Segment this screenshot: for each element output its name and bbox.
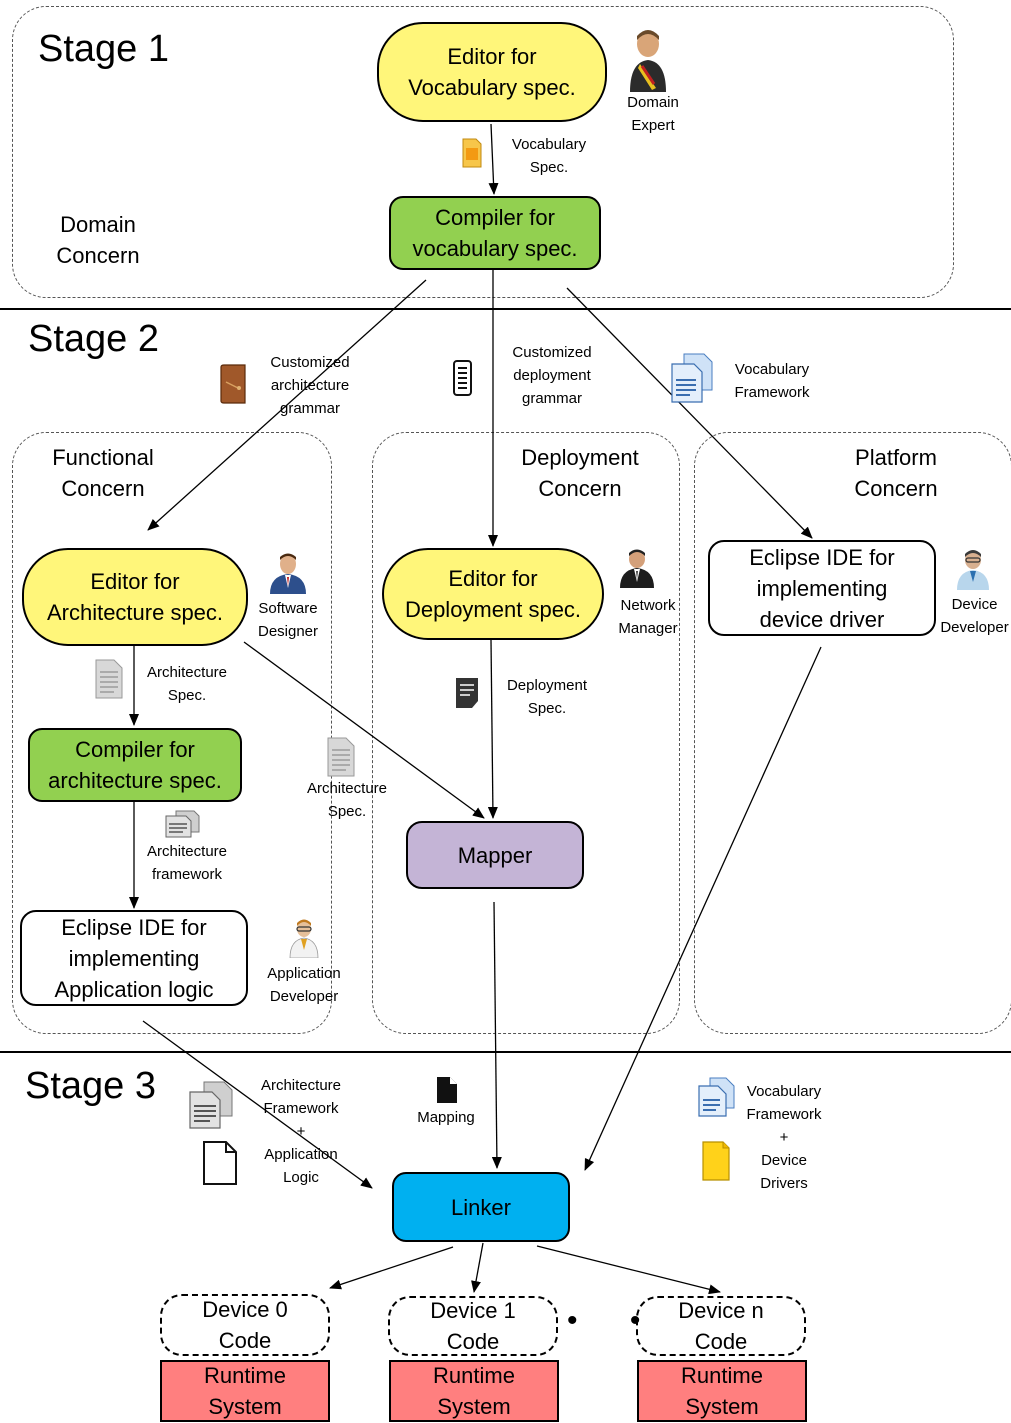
customized-deployment-grammar-label: Customized deployment grammar bbox=[512, 344, 592, 407]
editor-deployment-spec-node[interactable]: Editor for Deployment spec. bbox=[382, 548, 604, 640]
domain-expert-person-icon bbox=[630, 30, 666, 92]
architecture-framework-documents-icon bbox=[165, 810, 200, 838]
architecture-framework-label: Architecture framework bbox=[146, 843, 228, 883]
application-developer-label: Application Developer bbox=[267, 965, 341, 1005]
device-n-code-node[interactable]: Device n Code bbox=[636, 1296, 806, 1356]
architecture-spec-label-2: Architecture Spec. bbox=[306, 780, 388, 820]
edge-linker-to-devicen bbox=[536, 1245, 721, 1295]
mapping-label: Mapping bbox=[417, 1109, 475, 1126]
device-0-code-node[interactable]: Device 0 Code bbox=[160, 1294, 330, 1356]
vocabulary-spec-document-icon bbox=[462, 138, 482, 168]
device-developer-person-icon bbox=[957, 550, 989, 590]
runtime-system-1: Runtime System bbox=[389, 1360, 559, 1422]
customized-architecture-grammar-label: Customized architecture grammar bbox=[270, 354, 350, 417]
compiler-vocabulary-spec-node[interactable]: Compiler for vocabulary spec. bbox=[389, 196, 601, 270]
application-logic-document-icon bbox=[203, 1141, 237, 1185]
runtime-system-0: Runtime System bbox=[160, 1360, 330, 1422]
editor-architecture-spec-node[interactable]: Editor for Architecture spec. bbox=[22, 548, 248, 646]
vocabulary-framework-stage3-documents-icon bbox=[698, 1077, 735, 1117]
device-ellipsis: • • bbox=[567, 1304, 663, 1337]
architecture-framework-application-logic-label: Architecture Framework + Application Log… bbox=[260, 1077, 342, 1186]
edge-compiler-vocab-to-editor-arch bbox=[147, 279, 427, 531]
functional-concern-title: Functional Concern bbox=[52, 445, 154, 501]
architecture-spec-document-icon-2 bbox=[327, 737, 355, 777]
edge-linker-to-device1 bbox=[471, 1242, 484, 1293]
stage-3-title: Stage 3 bbox=[25, 1065, 156, 1107]
deployment-spec-document-icon bbox=[456, 678, 478, 708]
vocabulary-spec-label: Vocabulary Spec. bbox=[511, 136, 587, 176]
stage-1-title: Stage 1 bbox=[38, 28, 169, 70]
region-domain-concern bbox=[12, 6, 954, 298]
eclipse-device-driver-node[interactable]: Eclipse IDE for implementing device driv… bbox=[708, 540, 936, 636]
eclipse-app-logic-node[interactable]: Eclipse IDE for implementing Application… bbox=[20, 910, 248, 1006]
device-drivers-document-icon bbox=[702, 1141, 730, 1181]
mapper-node[interactable]: Mapper bbox=[406, 821, 584, 889]
compiler-architecture-spec-node[interactable]: Compiler for architecture spec. bbox=[28, 728, 242, 802]
separator-stage-2 bbox=[0, 308, 1011, 310]
vocabulary-framework-documents-icon bbox=[671, 353, 713, 403]
stage-2-title: Stage 2 bbox=[28, 318, 159, 360]
domain-concern-title: Domain Concern bbox=[56, 212, 140, 268]
region-deployment-concern bbox=[372, 432, 680, 1034]
device-1-code-node[interactable]: Device 1 Code bbox=[388, 1296, 558, 1356]
device-developer-label: Device Developer bbox=[940, 596, 1009, 636]
edge-compiler-vocab-to-eclipse-driver bbox=[566, 287, 813, 539]
edge-eclipse-app-to-linker bbox=[142, 1020, 373, 1189]
architecture-spec-label-1: Architecture Spec. bbox=[146, 664, 228, 704]
customized-deployment-grammar-icon bbox=[453, 360, 472, 396]
edge-mapper-to-linker bbox=[491, 901, 502, 1169]
domain-expert-label: Domain Expert bbox=[627, 94, 679, 134]
vocabulary-framework-label: Vocabulary Framework bbox=[734, 361, 810, 401]
architecture-spec-document-icon-1 bbox=[95, 659, 123, 699]
edge-eclipse-driver-to-linker bbox=[584, 646, 822, 1171]
linker-node[interactable]: Linker bbox=[392, 1172, 570, 1242]
runtime-system-n: Runtime System bbox=[637, 1360, 807, 1422]
edge-editor-deploy-to-mapper bbox=[487, 639, 498, 819]
edge-editor-arch-to-mapper bbox=[243, 641, 485, 819]
software-designer-label: Software Designer bbox=[257, 600, 319, 640]
mapping-document-icon bbox=[437, 1077, 457, 1103]
edge-editor-vocab-to-compiler-vocab bbox=[488, 123, 499, 195]
deployment-concern-title: Deployment Concern bbox=[521, 445, 639, 501]
region-platform-concern bbox=[694, 432, 1011, 1034]
edge-linker-to-device0 bbox=[329, 1246, 454, 1290]
application-developer-person-icon bbox=[289, 919, 319, 958]
separator-stage-3 bbox=[0, 1051, 1011, 1053]
deployment-spec-label: Deployment Spec. bbox=[506, 677, 588, 717]
platform-concern-title: Platform Concern bbox=[854, 445, 938, 501]
network-manager-person-icon bbox=[620, 549, 654, 588]
customized-architecture-grammar-book-icon bbox=[220, 364, 246, 404]
software-designer-person-icon bbox=[270, 553, 306, 594]
architecture-framework-stage3-documents-icon bbox=[189, 1081, 233, 1129]
vocabulary-framework-device-drivers-label: Vocabulary Framework + Device Drivers bbox=[746, 1083, 822, 1192]
editor-vocabulary-spec-node[interactable]: Editor for Vocabulary spec. bbox=[377, 22, 607, 122]
region-functional-concern bbox=[12, 432, 332, 1034]
network-manager-label: Network Manager bbox=[618, 597, 678, 637]
